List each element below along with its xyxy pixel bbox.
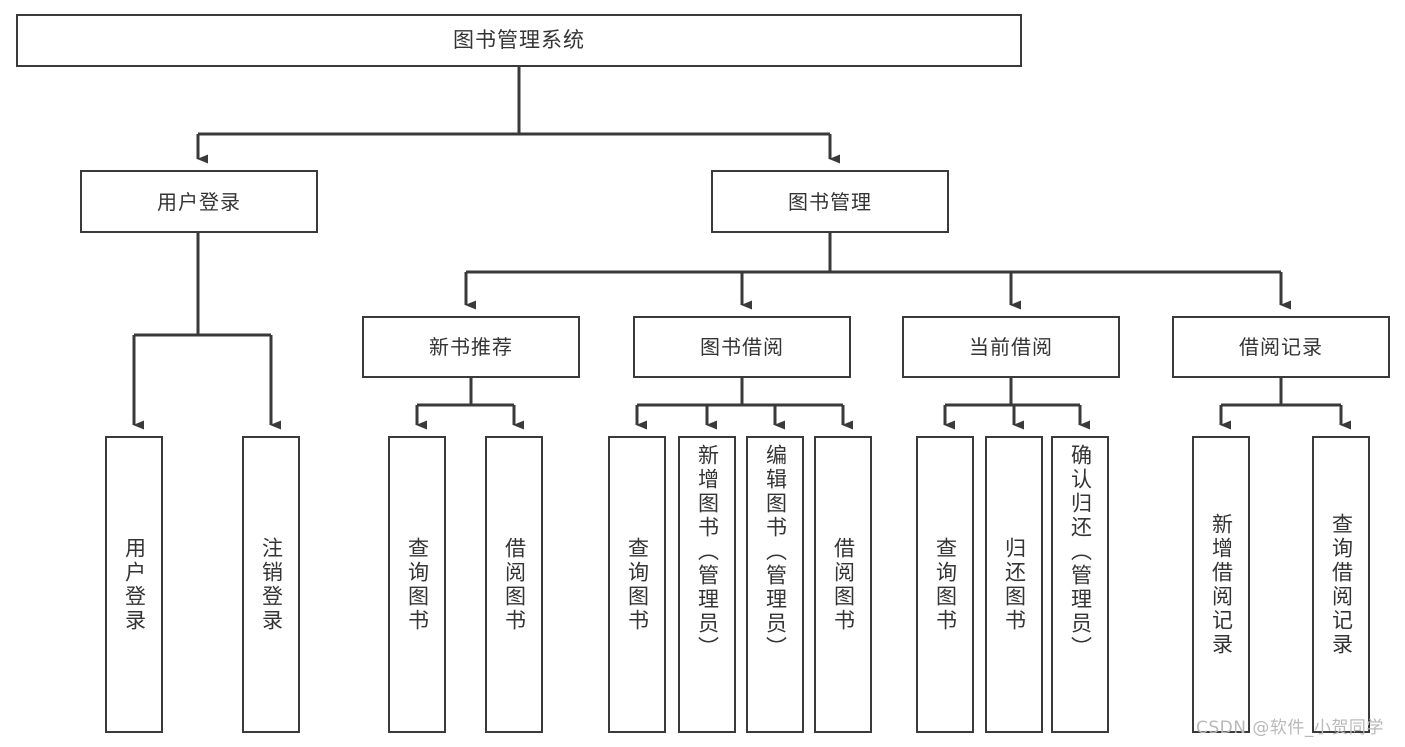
leaf-new-book-borrow[interactable]: 借阅图书 xyxy=(485,436,543,733)
leaf-book-borrow-edit-admin[interactable]: 编辑图书（管理员） xyxy=(746,436,804,733)
node-label: 图书管理 xyxy=(788,189,872,214)
node-current-borrow[interactable]: 当前借阅 xyxy=(902,316,1120,378)
node-borrow-record[interactable]: 借阅记录 xyxy=(1172,316,1390,378)
node-label: 编辑图书（管理员） xyxy=(763,444,788,660)
leaf-current-borrow-query[interactable]: 查询图书 xyxy=(916,436,974,733)
node-label: 归还图书 xyxy=(1002,536,1027,633)
leaf-user-login-login[interactable]: 用户登录 xyxy=(105,436,163,733)
node-label: 查询图书 xyxy=(933,536,958,633)
node-label: 借阅记录 xyxy=(1239,335,1323,359)
leaf-book-borrow-add-admin[interactable]: 新增图书（管理员） xyxy=(678,436,736,733)
leaf-current-borrow-confirm-admin[interactable]: 确认归还（管理员） xyxy=(1051,436,1109,733)
watermark-text: CSDN @软件_小贺同学 xyxy=(1196,718,1384,738)
node-label: 借阅图书 xyxy=(502,536,527,633)
leaf-book-borrow-borrow[interactable]: 借阅图书 xyxy=(814,436,872,733)
node-root-system[interactable]: 图书管理系统 xyxy=(16,14,1022,67)
node-label: 确认归还（管理员） xyxy=(1068,444,1093,660)
leaf-book-borrow-query[interactable]: 查询图书 xyxy=(608,436,666,733)
node-label: 借阅图书 xyxy=(831,536,856,633)
node-label: 当前借阅 xyxy=(969,335,1053,359)
node-label: 图书管理系统 xyxy=(453,27,585,52)
node-new-book-recommend[interactable]: 新书推荐 xyxy=(362,316,580,378)
leaf-borrow-record-add[interactable]: 新增借阅记录 xyxy=(1192,436,1250,733)
node-label: 查询图书 xyxy=(405,536,430,633)
node-label: 新增借阅记录 xyxy=(1209,512,1234,657)
node-label: 图书借阅 xyxy=(700,335,784,359)
node-book-borrow[interactable]: 图书借阅 xyxy=(633,316,851,378)
leaf-new-book-query[interactable]: 查询图书 xyxy=(388,436,446,733)
node-label: 查询图书 xyxy=(625,536,650,633)
node-book-management[interactable]: 图书管理 xyxy=(711,170,949,233)
node-label: 新增图书（管理员） xyxy=(695,444,720,660)
leaf-user-login-logout[interactable]: 注销登录 xyxy=(242,436,300,733)
leaf-borrow-record-query[interactable]: 查询借阅记录 xyxy=(1312,436,1370,733)
node-label: 注销登录 xyxy=(259,536,284,633)
node-label: 新书推荐 xyxy=(429,335,513,359)
node-user-login[interactable]: 用户登录 xyxy=(80,170,318,233)
node-label: 查询借阅记录 xyxy=(1329,512,1354,657)
node-label: 用户登录 xyxy=(122,536,147,633)
node-label: 用户登录 xyxy=(157,189,241,214)
leaf-current-borrow-return[interactable]: 归还图书 xyxy=(985,436,1043,733)
